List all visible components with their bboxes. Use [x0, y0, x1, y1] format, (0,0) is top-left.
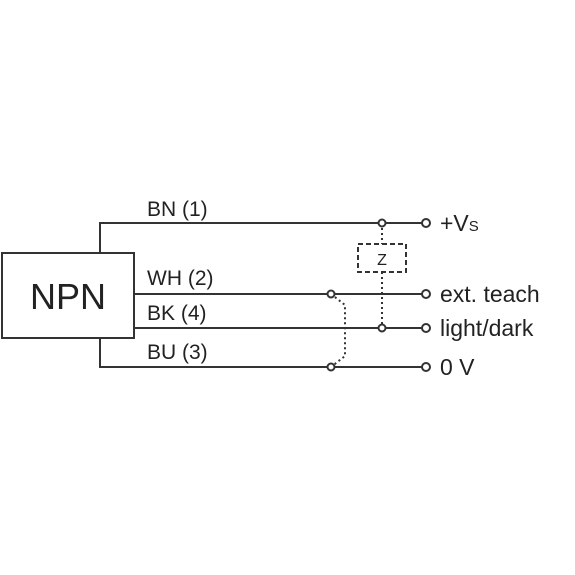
wire-wh-label: WH (2): [147, 267, 214, 290]
terminal-light-dark: [421, 323, 431, 333]
load-z-label: Z: [377, 252, 387, 269]
junction-wh: [326, 289, 336, 299]
npn-device-box: [1, 252, 135, 339]
terminal-ext-teach: [421, 289, 431, 299]
load-z-box: [357, 243, 407, 273]
npn-device-label: NPN: [30, 276, 106, 317]
wire-bn-label: BN (1): [147, 198, 208, 221]
junction-bk: [377, 323, 387, 333]
terminal-vs-label: +VS: [440, 210, 479, 236]
terminal-0v: [421, 362, 431, 372]
terminal-ext-teach-label: ext. teach: [440, 281, 540, 307]
junction-bn: [377, 218, 387, 228]
terminal-0v-label: 0 V: [440, 354, 475, 380]
terminal-light-dark-label: light/dark: [440, 315, 534, 341]
wire-bu: [99, 338, 422, 368]
terminal-vs: [421, 218, 431, 228]
junction-bu: [326, 362, 336, 372]
wire-bk-label: BK (4): [147, 302, 207, 325]
wire-bn: [99, 222, 422, 253]
wire-bu-label: BU (3): [147, 341, 208, 364]
teach-jumper-line: [330, 293, 346, 368]
